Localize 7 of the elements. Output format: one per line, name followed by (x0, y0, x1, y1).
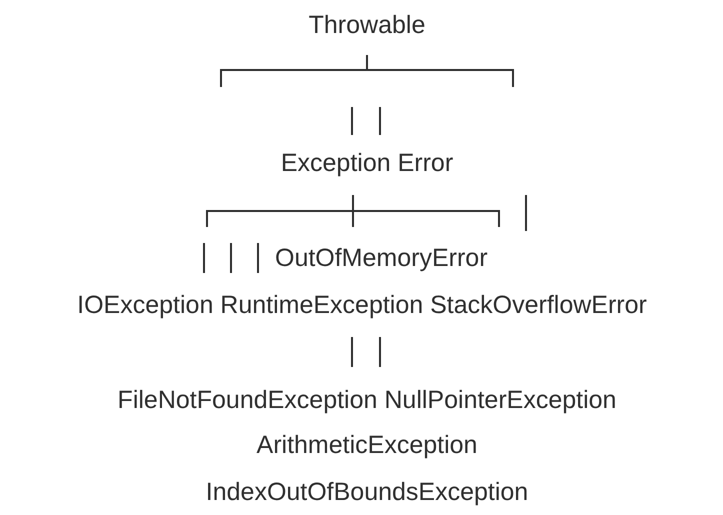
class-name-label: IndexOutOfBoundsException (206, 477, 528, 507)
class-name-label: FileNotFoundException NullPointerException (118, 385, 616, 415)
class-name-label: Exception Error (280, 148, 454, 178)
class-name-label: Throwable (308, 10, 426, 40)
class-name-label: IOException RuntimeException StackOverflowError (77, 290, 647, 320)
class-name-label: ArithmeticException (256, 430, 478, 460)
class-name-label: OutOfMemoryError (275, 243, 488, 273)
